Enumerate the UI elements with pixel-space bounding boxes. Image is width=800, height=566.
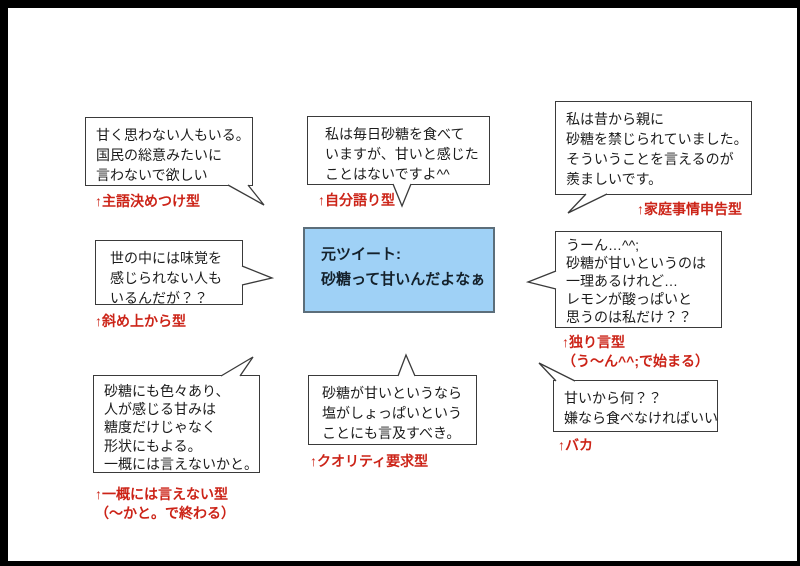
bubble-quality-demand-type: 砂糖が甘いというなら 塩がしょっぱいという ことにも言及すべき。 xyxy=(308,375,477,445)
bubble-off-tangent-type: 世の中には味覚を 感じられない人も いるんだが？？ xyxy=(95,240,243,306)
bubble-line: 砂糖を禁じられていました。 xyxy=(566,130,748,147)
tail-cant-generalize xyxy=(220,356,254,377)
bubble-subject-assumption-type: 甘く思わない人もいる。 国民の総意みたいに 言わないで欲しい xyxy=(85,117,253,186)
bubble-line: 世の中には味覚を xyxy=(110,250,222,266)
bubble-self-story-type: 私は毎日砂糖を食べて いますが、甘いと感じた ことはないですよ^^ xyxy=(307,116,490,185)
label-line: ↑斜め上から型 xyxy=(95,313,186,329)
label-monologue-type: ↑独り言型 （う〜ん^^;で始まる） xyxy=(562,333,709,371)
tail-self-story xyxy=(392,183,412,208)
label-idiot-type: ↑バカ xyxy=(558,436,593,455)
tail-off-tangent xyxy=(241,265,275,286)
bubble-monologue-type: うーん…^^; 砂糖が甘いというのは 一理あるけれど… レモンが酸っぱいと 思う… xyxy=(555,231,722,328)
label-family-circumstances-type: ↑家庭事情申告型 xyxy=(637,200,742,219)
label-line: （〜かと。で終わる） xyxy=(95,504,235,521)
bubble-line: 砂糖が甘いというのは xyxy=(566,254,706,271)
label-line: ↑家庭事情申告型 xyxy=(637,201,742,217)
bubble-line: うーん…^^; xyxy=(566,237,640,253)
bubble-line: 人が感じる甘みは xyxy=(104,401,216,418)
bubble-line: 思うのは私だけ？？ xyxy=(566,308,692,325)
label-self-story-type: ↑自分語り型 xyxy=(318,191,395,210)
original-tweet-heading: 元ツイート: xyxy=(321,246,401,263)
bubble-line: 甘く思わない人もいる。 xyxy=(96,127,250,143)
bubble-line: いますが、甘いと感じた xyxy=(325,145,479,162)
bubble-family-circumstances-type: 私は昔から親に 砂糖を禁じられていました。 そういうことを言えるのが 羨ましいで… xyxy=(555,101,752,195)
bubble-line: 砂糖にも色々あり、 xyxy=(104,383,230,399)
bubble-line: レモンが酸っぱいと xyxy=(566,290,692,307)
tail-subject-assumption xyxy=(227,184,265,206)
tail-quality-demand xyxy=(397,353,416,377)
bubble-line: 塩がしょっぱいという xyxy=(322,404,462,421)
tail-monologue xyxy=(525,270,557,290)
original-tweet-box: 元ツイート: 砂糖って甘いんだよなぁ xyxy=(303,227,495,313)
label-line: ↑自分語り型 xyxy=(318,192,395,208)
label-cant-generalize-type: ↑一概には言えない型 （〜かと。で終わる） xyxy=(95,485,235,523)
bubble-line: 私は昔から親に xyxy=(566,111,664,127)
bubble-line: 糖度だけじゃなく xyxy=(104,419,216,436)
bubble-line: 砂糖が甘いというなら xyxy=(322,385,462,401)
bubble-line: 感じられない人も xyxy=(110,269,222,286)
bubble-line: 私は毎日砂糖を食べて xyxy=(325,126,465,142)
label-quality-demand-type: ↑クオリティ要求型 xyxy=(310,452,428,471)
bubble-line: いるんだが？？ xyxy=(110,289,208,306)
label-off-tangent-type: ↑斜め上から型 xyxy=(95,312,186,331)
tail-family-circumstances xyxy=(567,193,608,214)
label-line: ↑一概には言えない型 xyxy=(95,486,228,502)
bubble-line: 甘いから何？？ xyxy=(564,390,662,406)
label-subject-assumption-type: ↑主語決めつけ型 xyxy=(95,192,200,211)
bubble-cant-generalize-type: 砂糖にも色々あり、 人が感じる甘みは 糖度だけじゃなく 形状にもよる。 一概には… xyxy=(93,375,260,473)
bubble-line: 一理あるけれど… xyxy=(566,272,678,289)
bubble-line: そういうことを言えるのが xyxy=(566,150,734,167)
bubble-idiot-type: 甘いから何？？ 嫌なら食べなければいい xyxy=(553,380,718,432)
bubble-line: ことはないですよ^^ xyxy=(325,165,450,182)
bubble-line: 形状にもよる。 xyxy=(104,437,202,454)
original-tweet-text: 砂糖って甘いんだよなぁ xyxy=(321,270,486,288)
bubble-line: 言わないで欲しい xyxy=(96,166,208,183)
bubble-line: ことにも言及すべき。 xyxy=(322,424,461,441)
bubble-line: 国民の総意みたいに xyxy=(96,146,222,163)
label-line: ↑クオリティ要求型 xyxy=(310,453,429,469)
label-line: （う〜ん^^;で始まる） xyxy=(562,352,710,369)
label-line: ↑独り言型 xyxy=(562,334,625,350)
bubble-line: 羨ましいです。 xyxy=(566,170,663,187)
label-line: ↑主語決めつけ型 xyxy=(95,193,200,209)
bubble-line: 一概には言えないかと。 xyxy=(104,455,258,472)
bubble-line: 嫌なら食べなければいい xyxy=(564,409,718,426)
label-line: ↑バカ xyxy=(558,437,593,453)
